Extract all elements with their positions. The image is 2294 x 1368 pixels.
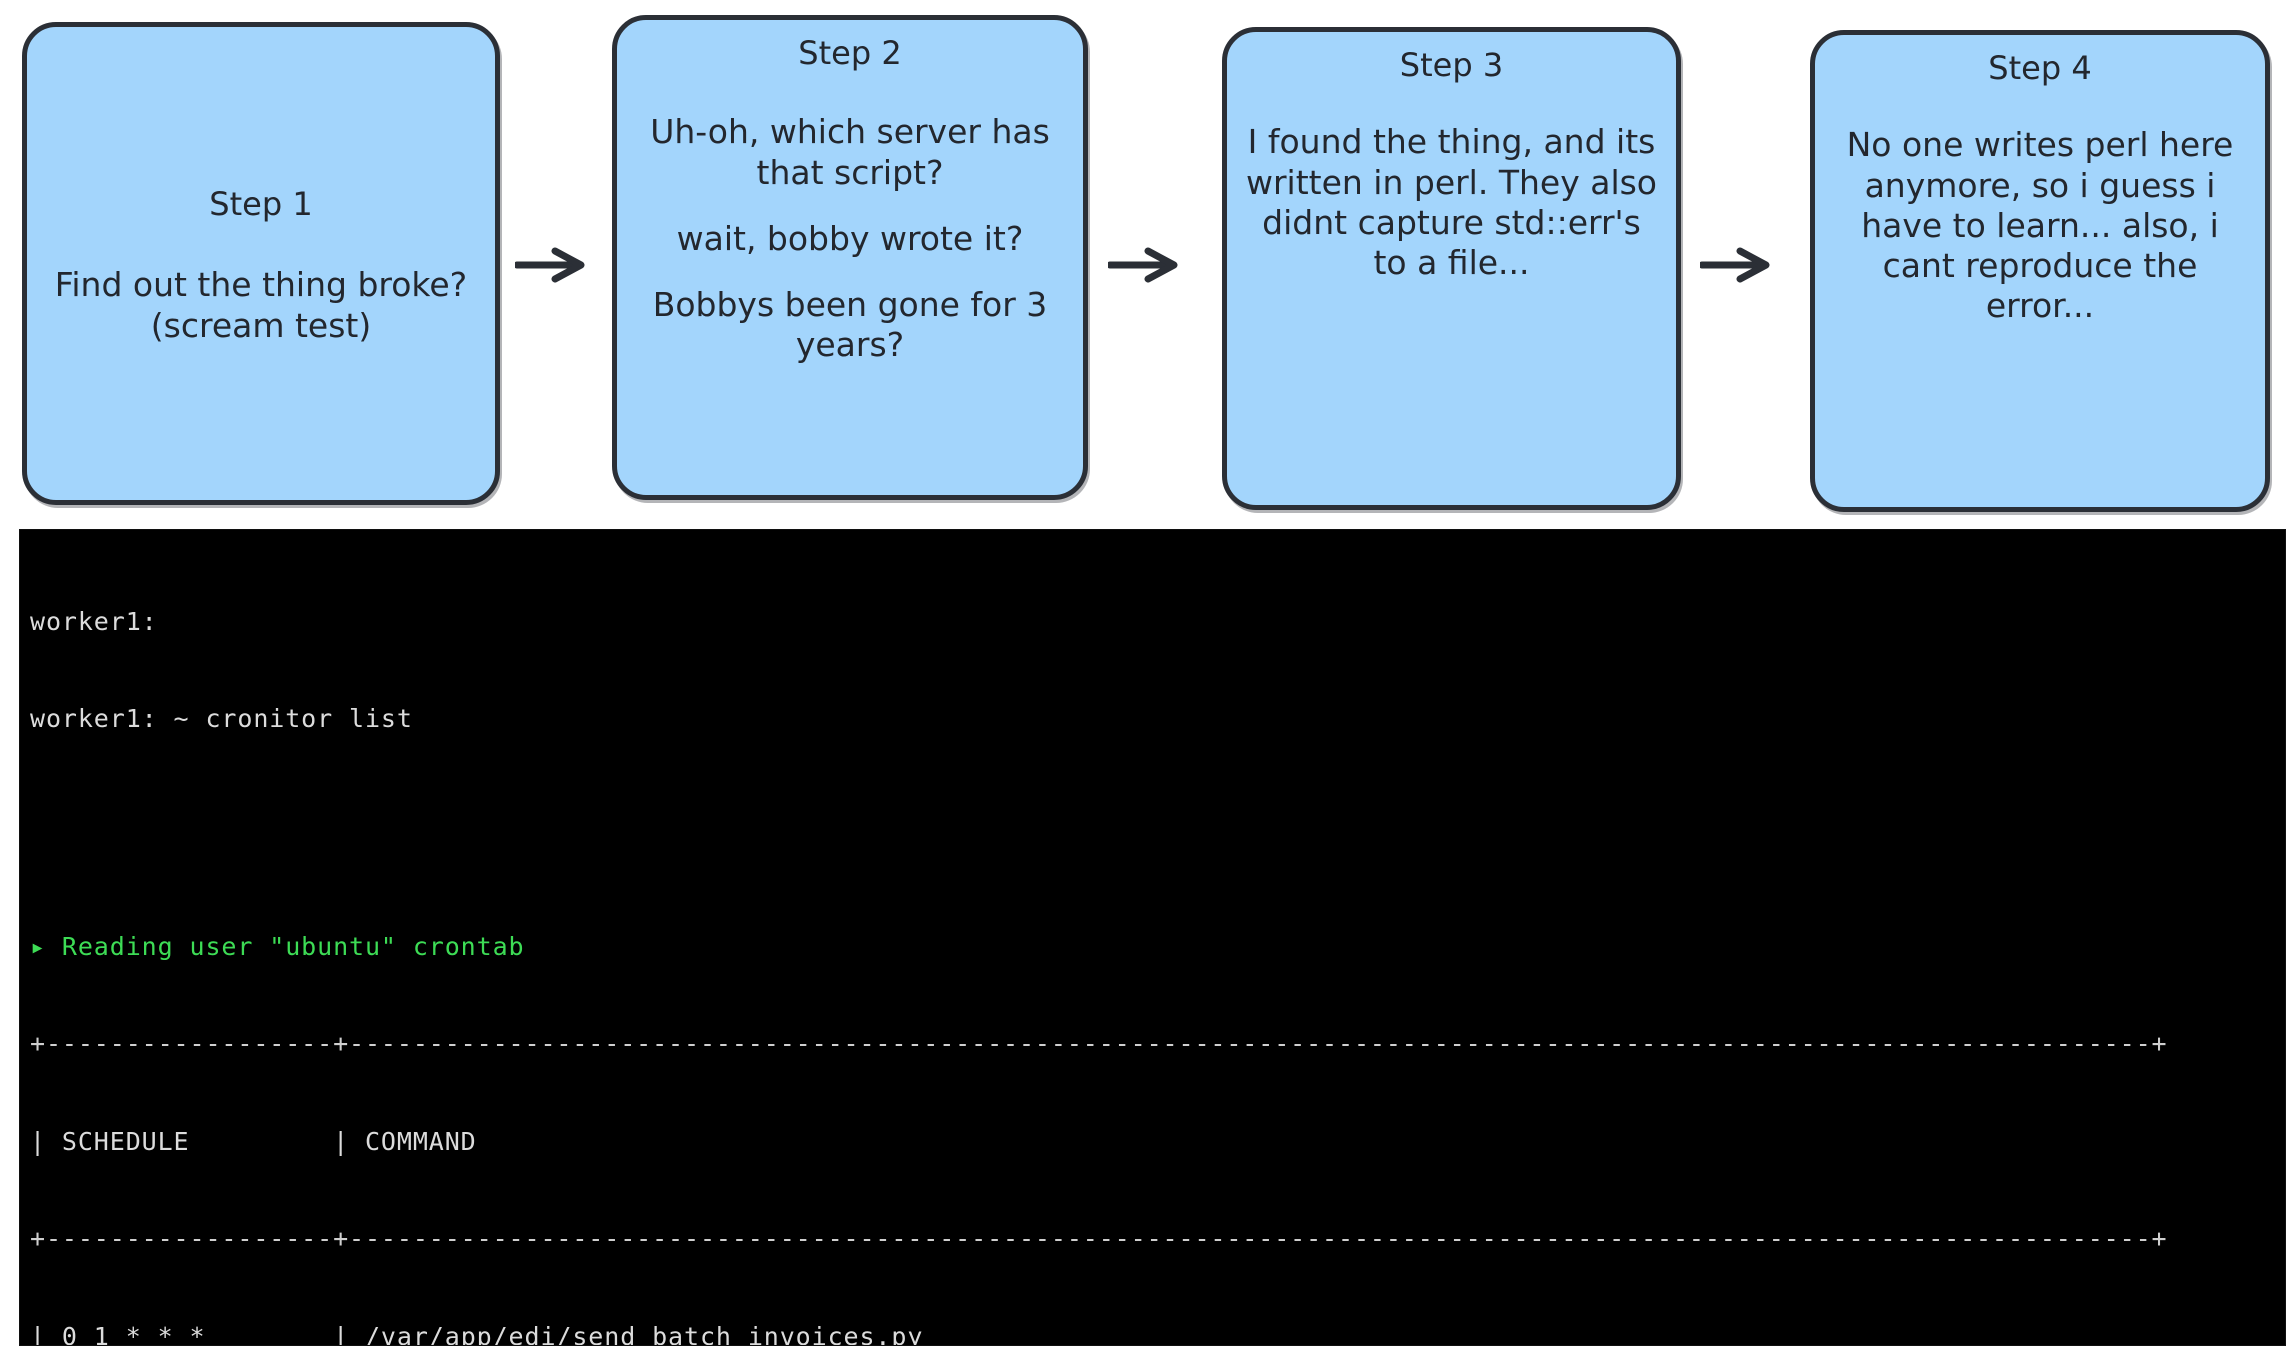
- right-arrow-icon: [1108, 247, 1178, 283]
- step-4-body: No one writes perl here anymore, so i gu…: [1831, 125, 2249, 326]
- cron-schedule: | 0 1 * * * |: [30, 1321, 365, 1346]
- step-1-body: Find out the thing broke? (scream test): [43, 265, 479, 346]
- flow-arrow-1-to-2: [515, 245, 587, 285]
- terminal-prompt-line: worker1: ~ cronitor list: [30, 704, 413, 733]
- right-arrow-icon: [1700, 247, 1770, 283]
- section-1-header-row: | SCHEDULE | COMMAND: [30, 1126, 2167, 1159]
- step-2-paragraph-3: Bobbys been gone for 3 years?: [652, 285, 1048, 365]
- step-2-paragraph-2: wait, bobby wrote it?: [676, 218, 1024, 258]
- step-2-paragraph-1: Uh-oh, which server has that script?: [650, 112, 1050, 192]
- section-1-header-cells: | SCHEDULE | COMMAND: [30, 1126, 477, 1156]
- flow-arrow-3-to-4: [1700, 245, 1772, 285]
- step-2-title: Step 2: [798, 34, 902, 72]
- step-3-paragraph-1: I found the thing, and its written in pe…: [1245, 122, 1658, 283]
- step-3-title: Step 3: [1399, 46, 1504, 84]
- flow-step-1: Step 1 Find out the thing broke? (scream…: [22, 22, 500, 505]
- right-arrow-icon: [515, 247, 585, 283]
- section-1-rows: | 0 1 * * * | /var/app/edi/send_batch_in…: [30, 1321, 2167, 1346]
- cron-command: /var/app/edi/send_batch_invoices.py: [364, 1321, 924, 1346]
- step-1-paragraph-1: Find out the thing broke? (scream test): [54, 265, 468, 345]
- cron-row: | 0 1 * * * | /var/app/edi/send_batch_in…: [30, 1321, 2167, 1346]
- terminal-output[interactable]: worker1: worker1: ~ cronitor list ▸ Read…: [30, 530, 2168, 1346]
- flow-step-3: Step 3 I found the thing, and its writte…: [1222, 27, 1681, 510]
- step-3-body: I found the thing, and its written in pe…: [1243, 122, 1660, 283]
- step-4-title: Step 4: [1988, 49, 2092, 87]
- section-1-heading: ▸ Reading user "ubuntu" crontab: [30, 931, 525, 961]
- flow-arrow-2-to-3: [1108, 245, 1180, 285]
- terminal-spacer: [30, 801, 2167, 834]
- flow-step-2: Step 2 Uh-oh, which server has that scri…: [612, 15, 1088, 500]
- terminal-scrollback-line: worker1:: [30, 606, 158, 636]
- section-1-rule-top: +------------------+--------------------…: [30, 1029, 2168, 1058]
- step-2-body: Uh-oh, which server has that script? wai…: [633, 112, 1067, 365]
- flowchart: Step 1 Find out the thing broke? (scream…: [0, 0, 2294, 530]
- flow-step-4: Step 4 No one writes perl here anymore, …: [1810, 30, 2270, 512]
- step-4-paragraph-1: No one writes perl here anymore, so i gu…: [1846, 125, 2234, 326]
- step-1-title: Step 1: [209, 185, 313, 224]
- section-1-rule-mid: +------------------+--------------------…: [30, 1224, 2168, 1253]
- terminal-window[interactable]: worker1: worker1: ~ cronitor list ▸ Read…: [20, 530, 2285, 1345]
